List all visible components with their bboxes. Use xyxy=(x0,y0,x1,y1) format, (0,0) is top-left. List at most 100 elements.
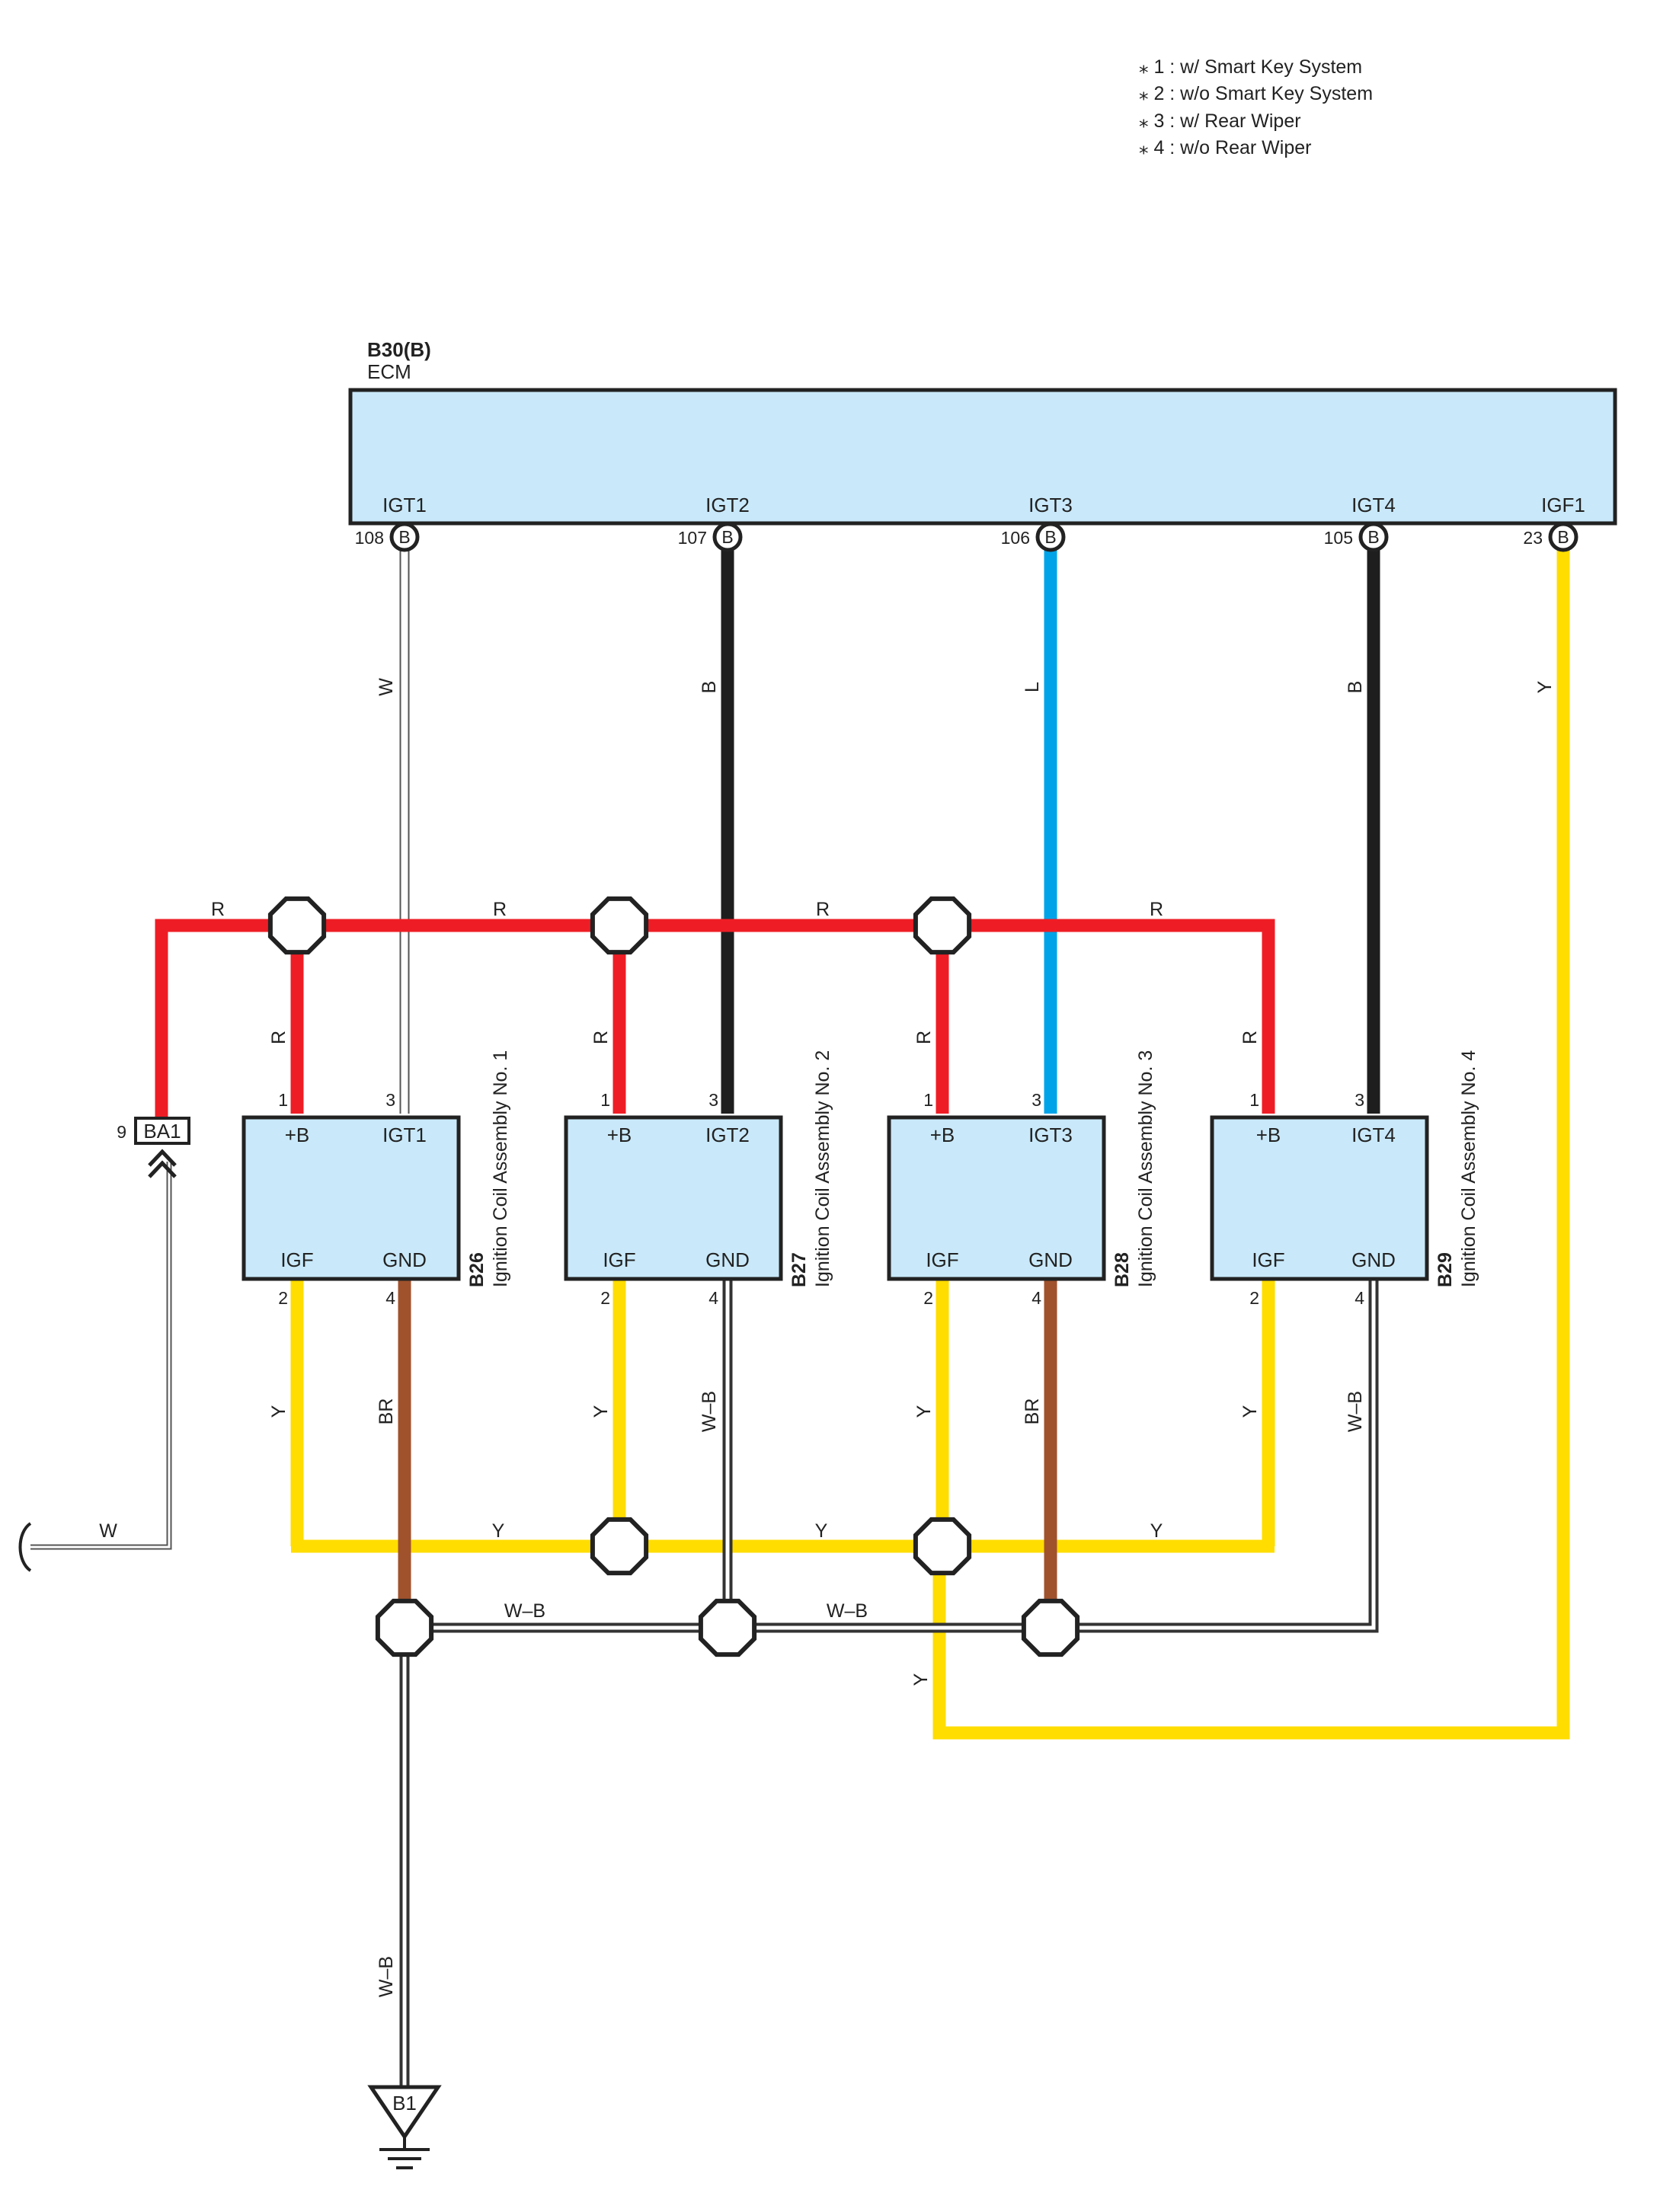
coil-2-plus-b: +B xyxy=(607,1124,632,1146)
coil-2-box xyxy=(564,1115,783,1281)
label-wire-igt2: B xyxy=(699,681,720,694)
coil-4-name: Ignition Coil Assembly No. 4 xyxy=(1458,1050,1479,1287)
label-power-bus-2: R xyxy=(493,899,507,920)
wire-igf1 xyxy=(932,548,1570,1740)
label-power-drop-1: R xyxy=(268,1031,289,1044)
label-power-bus-4: R xyxy=(1150,899,1163,920)
ecm-pin-105-num: 105 xyxy=(1324,528,1353,548)
ecm-pin-106: B 106 xyxy=(1001,522,1066,552)
coil-4-igt: IGT4 xyxy=(1351,1124,1396,1146)
ecm-pin-105: B 105 xyxy=(1324,522,1389,552)
note-2: ⁎ 2 : w/o Smart Key System xyxy=(1139,83,1373,104)
coil-4-gnd: GND xyxy=(1351,1248,1396,1271)
label-gnd-bus-2: W–B xyxy=(827,1600,868,1622)
ground-b1-triangle-icon xyxy=(367,2085,442,2140)
ecm-terminal-igt4: IGT4 xyxy=(1351,494,1396,516)
notes: ⁎ 1 : w/ Smart Key System ⁎ 2 : w/o Smar… xyxy=(1139,56,1373,158)
note-1: ⁎ 1 : w/ Smart Key System xyxy=(1139,56,1362,78)
junction-power-2 xyxy=(590,896,649,955)
coil-3-plus-b: +B xyxy=(930,1124,955,1146)
coil-3-code: B28 xyxy=(1111,1252,1133,1287)
connector-ba1-chevron-icon xyxy=(148,1149,177,1167)
ecm-pin-107: B 107 xyxy=(678,522,743,552)
coil-1-name: Ignition Coil Assembly No. 1 xyxy=(490,1050,511,1287)
label-gnd-bus-1: W–B xyxy=(504,1600,545,1622)
ecm-pin-105-conn: B xyxy=(1367,527,1379,547)
coil-2-pin-3: 3 xyxy=(708,1090,718,1110)
coil-3-igt: IGT3 xyxy=(1028,1124,1073,1146)
coil-2-gnd: GND xyxy=(705,1248,750,1271)
coil-4: +B IGT4 IGF GND 1 3 2 4 B29 Ignition Coi… xyxy=(1210,1050,1479,1308)
junction-igf-1 xyxy=(590,1517,649,1576)
coil-2-igf: IGF xyxy=(603,1248,635,1271)
label-gnd-2: W–B xyxy=(699,1391,720,1432)
coil-1-plus-b: +B xyxy=(285,1124,310,1146)
coil-1-gnd: GND xyxy=(382,1248,427,1271)
coil-1-igf: IGF xyxy=(280,1248,313,1271)
ecm-pin-106-num: 106 xyxy=(1001,528,1030,548)
coil-4-plus-b: +B xyxy=(1256,1124,1281,1146)
junction-power-1 xyxy=(267,896,327,955)
ecm-pin-23-num: 23 xyxy=(1523,528,1543,548)
coil-2: +B IGT2 IGF GND 1 3 2 4 B27 Ignition Coi… xyxy=(564,1050,833,1308)
coil-1-box xyxy=(241,1115,461,1281)
ecm-terminal-igf1: IGF1 xyxy=(1541,494,1585,516)
ecm-terminal-igt3: IGT3 xyxy=(1028,494,1073,516)
coil-4-pin-4: 4 xyxy=(1355,1288,1364,1308)
junction-power-3 xyxy=(913,896,972,955)
connector-ba1-code: BA1 xyxy=(143,1120,181,1143)
junction-igf-2 xyxy=(913,1517,972,1576)
label-igf-4: Y xyxy=(1239,1405,1261,1418)
connector-ba1-pin: 9 xyxy=(117,1122,126,1142)
label-igf-return: Y xyxy=(910,1673,932,1686)
label-power-drop-2: R xyxy=(590,1031,612,1044)
label-gnd-4: W–B xyxy=(1345,1391,1366,1432)
coil-2-code: B27 xyxy=(788,1252,810,1287)
wire-gnd-4 xyxy=(1051,1277,1379,1633)
coil-2-igt: IGT2 xyxy=(705,1124,750,1146)
coil-3: +B IGT3 IGF GND 1 3 2 4 B28 Ignition Coi… xyxy=(887,1050,1156,1308)
label-gnd-1: BR xyxy=(376,1398,397,1425)
note-4: ⁎ 4 : w/o Rear Wiper xyxy=(1139,137,1311,158)
label-igf-2: Y xyxy=(590,1405,612,1418)
coil-3-igf: IGF xyxy=(926,1248,958,1271)
coil-4-igf: IGF xyxy=(1252,1248,1284,1271)
label-wire-igf1: Y xyxy=(1534,680,1556,693)
coil-4-code: B29 xyxy=(1435,1252,1456,1287)
label-wire-igt4: B xyxy=(1345,681,1366,694)
coil-2-name: Ignition Coil Assembly No. 2 xyxy=(812,1050,833,1287)
ecm-name: ECM xyxy=(367,360,411,383)
label-igf-1: Y xyxy=(268,1405,289,1418)
coil-1-igt: IGT1 xyxy=(382,1124,427,1146)
coil-3-pin-3: 3 xyxy=(1032,1090,1041,1110)
junction-gnd-2 xyxy=(698,1598,757,1657)
junctions xyxy=(267,896,1080,1657)
coil-1-code: B26 xyxy=(466,1252,488,1287)
label-gnd-3: BR xyxy=(1022,1398,1043,1425)
coil-1-pin-4: 4 xyxy=(385,1288,395,1308)
label-igf-bus-1: Y xyxy=(492,1520,505,1542)
coil-3-name: Ignition Coil Assembly No. 3 xyxy=(1135,1050,1156,1287)
ecm-pin-107-conn: B xyxy=(721,527,733,547)
coil-3-box xyxy=(887,1115,1106,1281)
ecm-pin-107-num: 107 xyxy=(678,528,707,548)
coil-4-pin-1: 1 xyxy=(1249,1090,1259,1110)
label-igf-3: Y xyxy=(913,1405,935,1418)
coil-4-pin-2: 2 xyxy=(1249,1288,1259,1308)
coil-2-pin-2: 2 xyxy=(600,1288,610,1308)
ecm-code: B30(B) xyxy=(367,338,431,361)
coil-1-pin-1: 1 xyxy=(278,1090,288,1110)
ecm-terminal-igt1: IGT1 xyxy=(382,494,427,516)
coil-3-pin-1: 1 xyxy=(923,1090,933,1110)
coil-1-pin-2: 2 xyxy=(278,1288,288,1308)
ecm-pin-108: B 108 xyxy=(355,522,420,552)
label-feed: W xyxy=(99,1520,117,1542)
junction-gnd-3 xyxy=(1021,1598,1080,1657)
connector-ba1: BA1 9 xyxy=(117,1117,190,1178)
ecm-pin-108-num: 108 xyxy=(355,528,384,548)
ecm-box xyxy=(348,388,1617,526)
coil-1: +B IGT1 IGF GND 1 3 2 4 B26 Ignition Coi… xyxy=(241,1050,511,1308)
label-power-bus-1: R xyxy=(211,899,225,920)
coil-4-pin-3: 3 xyxy=(1355,1090,1364,1110)
